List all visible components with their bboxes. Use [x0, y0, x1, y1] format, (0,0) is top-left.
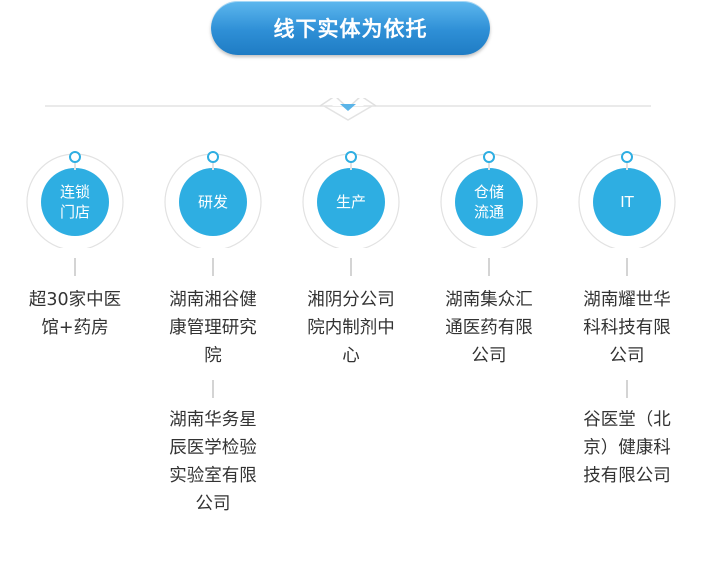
divider-line	[45, 98, 651, 121]
node-circle: 仓储 流通	[439, 144, 539, 248]
column-5: IT 湖南耀世华 科科技有限 公司谷医堂（北 京）健康科 技有限公司	[558, 144, 696, 564]
connector-line	[74, 258, 76, 276]
connector-line	[212, 380, 214, 398]
company-name: 超30家中医 馆+药房	[28, 290, 122, 338]
column-2: 研发湖南湘谷健 康管理研究 院湖南华务星 辰医学检验 实验室有限 公司	[144, 144, 282, 564]
node-label: 研发	[197, 193, 228, 211]
column-1: 连锁 门店超30家中医 馆+药房	[6, 144, 144, 564]
node-circle: IT	[577, 144, 677, 248]
node-circle: 研发	[163, 144, 263, 248]
connector-line	[350, 258, 352, 276]
company-name: 湖南湘谷健 康管理研究 院	[169, 290, 257, 366]
company-name: 湖南华务星 辰医学检验 实验室有限 公司	[169, 410, 257, 514]
node-circle: 生产	[301, 144, 401, 248]
node-label: 仓储 流通	[473, 183, 504, 221]
node-circle: 连锁 门店	[25, 144, 125, 248]
company-name: 湖南集众汇 通医药有限 公司	[445, 290, 533, 366]
banner-title: 线下实体为依托	[211, 1, 490, 55]
column-3: 生产湘阴分公司 院内制剂中 心	[282, 144, 420, 564]
pointer-icon	[340, 104, 356, 111]
company-name: 湘阴分公司 院内制剂中 心	[307, 290, 395, 366]
connector-line	[626, 380, 628, 398]
node-label: 连锁 门店	[59, 183, 90, 221]
company-name: 湖南耀世华 科科技有限 公司	[583, 290, 671, 366]
connector-line	[212, 258, 214, 276]
node-label: 生产	[335, 193, 366, 211]
company-name: 谷医堂（北 京）健康科 技有限公司	[583, 410, 671, 486]
connector-line	[626, 258, 628, 276]
connector-line	[488, 258, 490, 276]
column-4: 仓储 流通湖南集众汇 通医药有限 公司	[420, 144, 558, 564]
node-label: IT	[620, 193, 634, 211]
